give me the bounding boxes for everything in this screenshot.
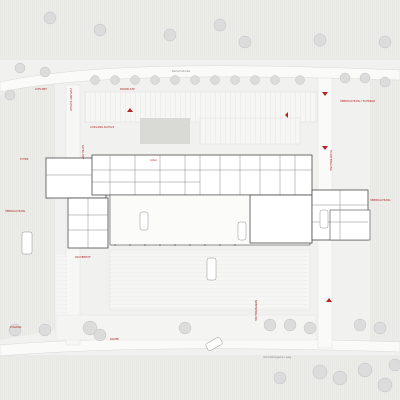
interior-walls bbox=[46, 155, 368, 248]
label-nebeneingang: NEBENEINGANG bbox=[254, 300, 258, 321]
cars bbox=[21, 209, 329, 351]
trees bbox=[4, 11, 400, 393]
label-parkplatz: PARKPLATZ bbox=[120, 87, 135, 91]
parking-north-2 bbox=[199, 117, 301, 145]
north-green bbox=[0, 0, 400, 60]
parking-block bbox=[140, 118, 190, 144]
label-zufahrt-schule: ZUFAHRT SCHULE bbox=[69, 88, 73, 111]
parking-north bbox=[84, 91, 318, 123]
label-zufahrt: ZUFAHRT bbox=[35, 87, 47, 91]
street-top-label: Barlachstraße bbox=[172, 69, 190, 73]
road-north bbox=[0, 65, 400, 93]
label-ueberdachung-west: ÜBERDACHUNG bbox=[5, 208, 25, 213]
label-haupteingang: HAUPTEINGANG bbox=[329, 150, 333, 171]
label-foyer: FOYER bbox=[20, 157, 29, 161]
label-ueberdachung: ÜBERDACHUNG / FAHRRAD bbox=[340, 98, 375, 103]
label-aula: AULA bbox=[150, 158, 157, 162]
label-rampe: RAMPE bbox=[110, 337, 119, 341]
access-arrows bbox=[127, 92, 332, 302]
label-ausgang-schule: AUSGANG SCHULE bbox=[90, 125, 115, 129]
label-zugang: ZUGANG bbox=[10, 325, 21, 329]
label-pausenhof: PAUSENHOF bbox=[75, 255, 91, 259]
west-green bbox=[0, 75, 55, 340]
label-schulhof: SCHULHOF bbox=[81, 145, 85, 160]
east-green bbox=[370, 80, 400, 350]
columns bbox=[114, 244, 236, 246]
label-ueberdachung-ost: ÜBERDACHUNG bbox=[370, 197, 390, 202]
street-bottom-label: Gröndahlsgarten-weg bbox=[263, 355, 291, 359]
side-lot bbox=[56, 255, 66, 335]
